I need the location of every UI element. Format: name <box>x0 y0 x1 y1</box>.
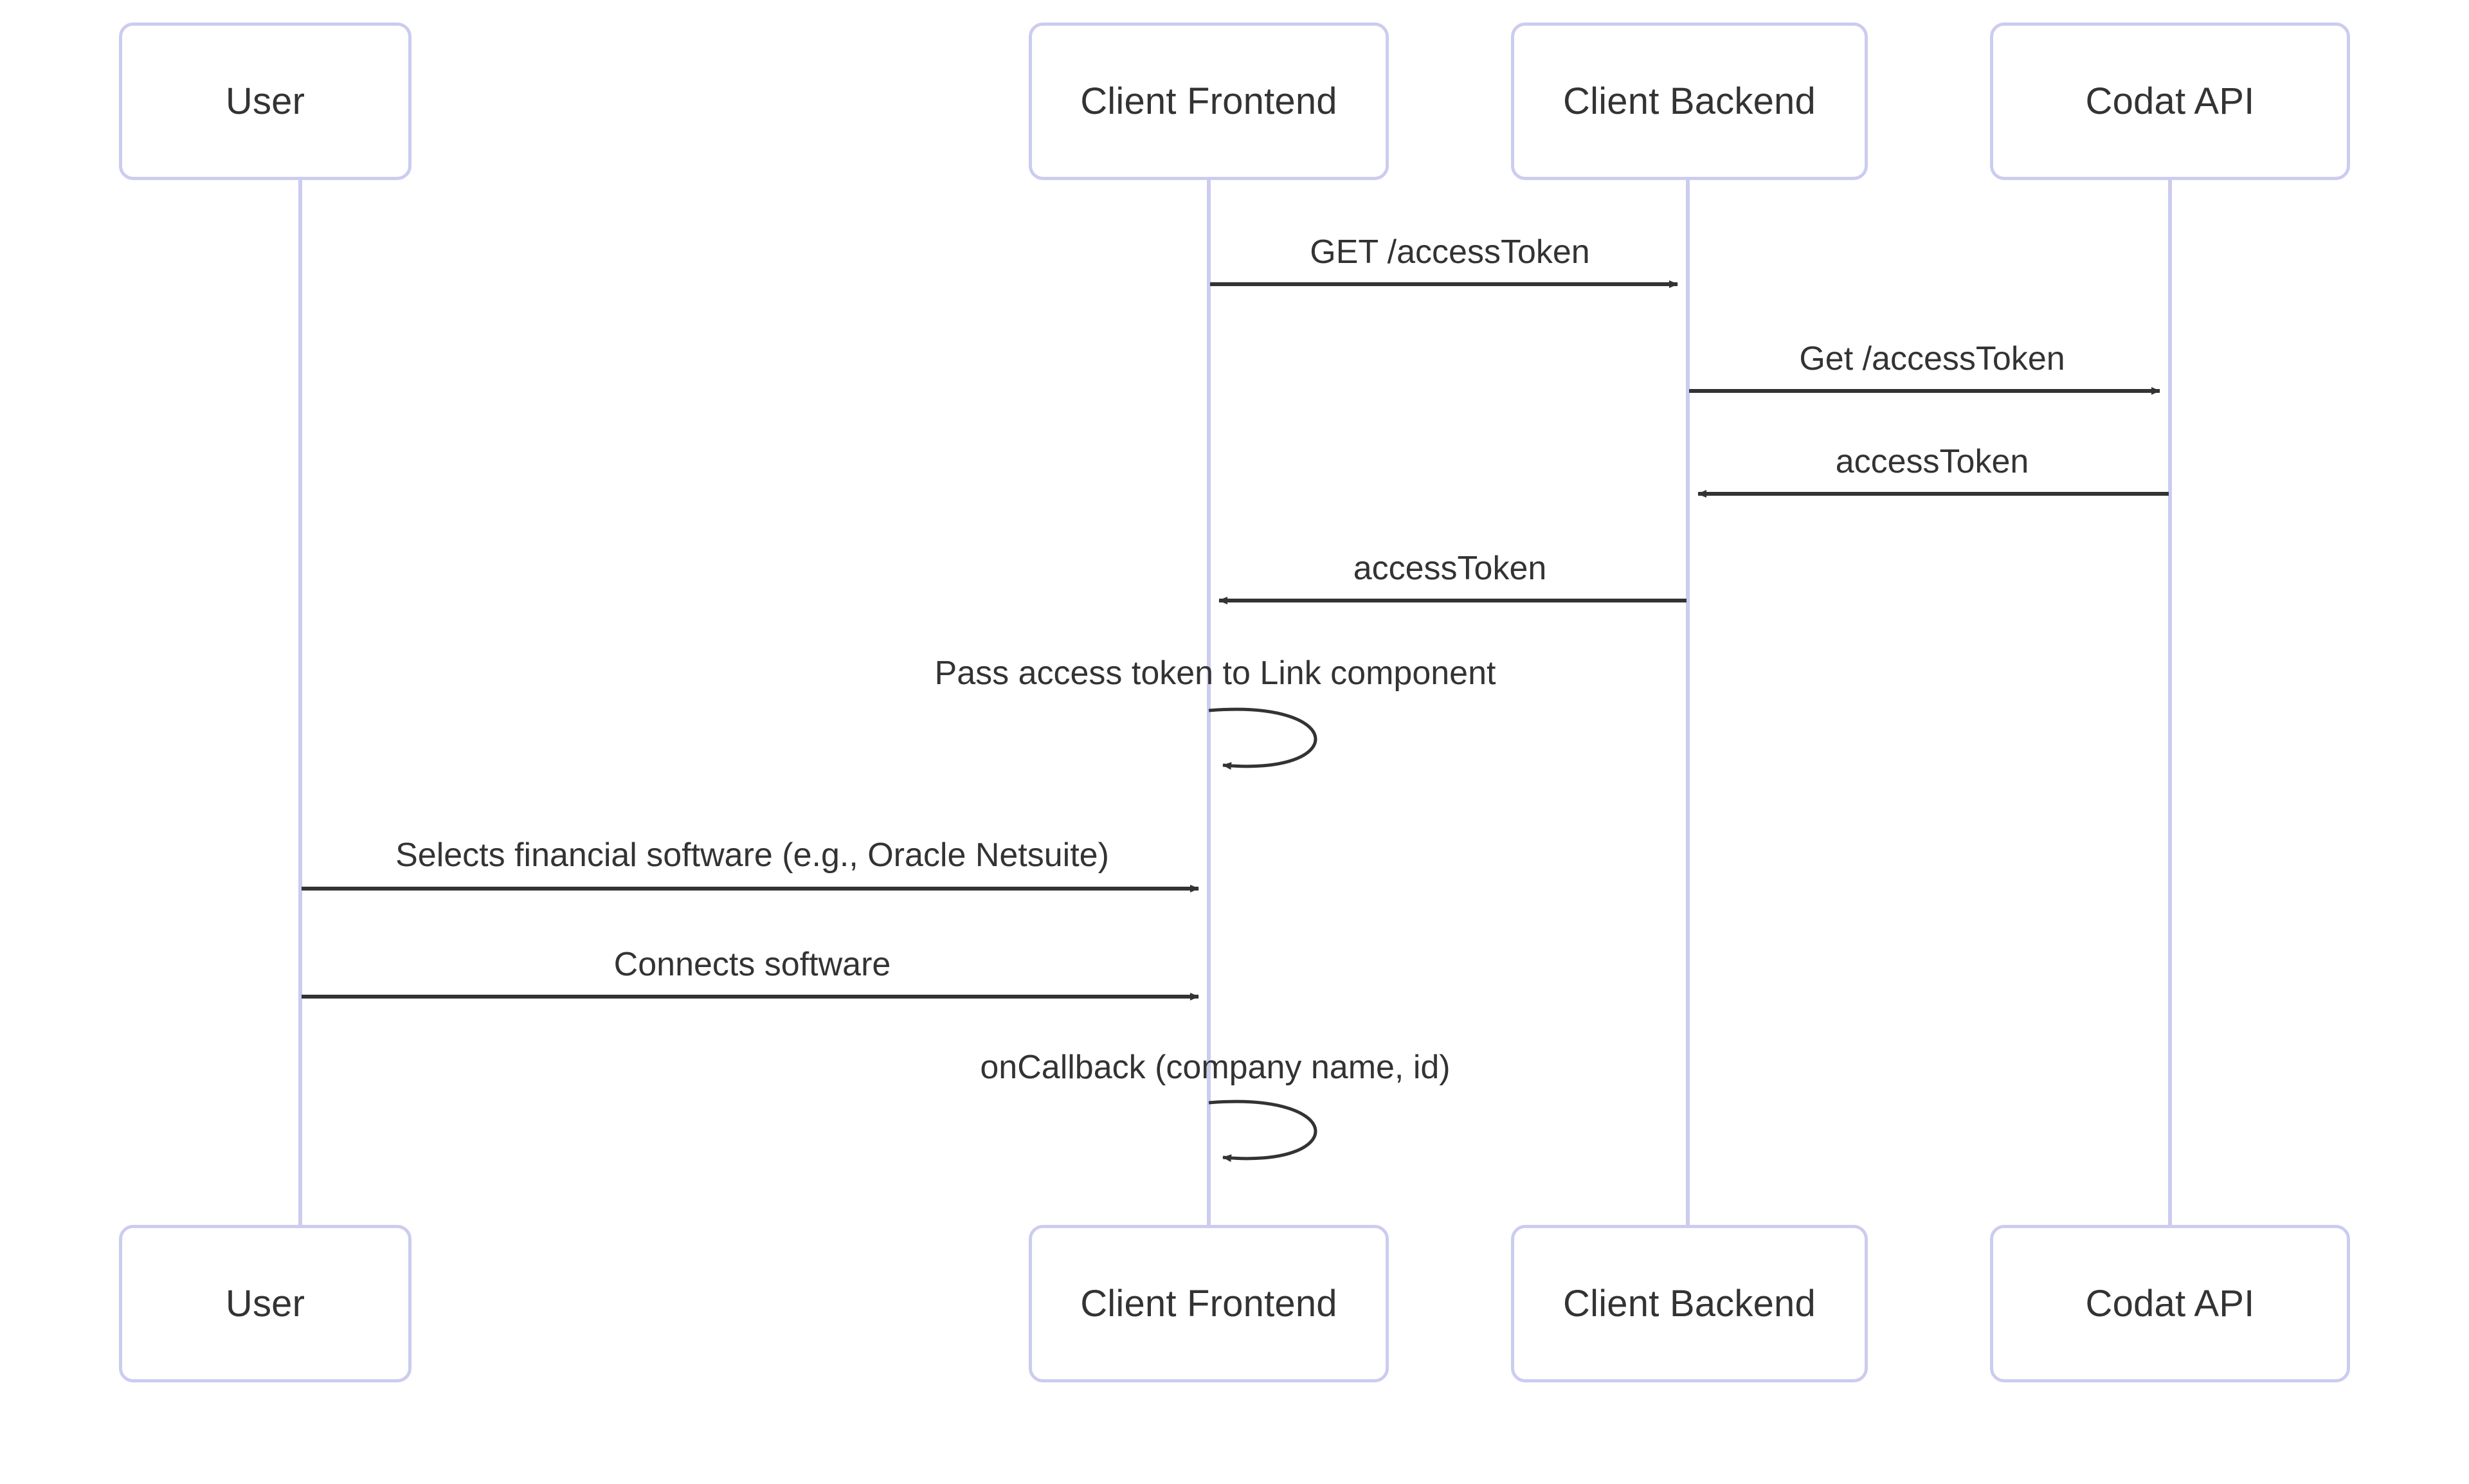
message-label-m5: Pass access token to Link component <box>934 655 1496 692</box>
message-self-loop-m8 <box>1208 1099 1317 1163</box>
message-label-m4: accessToken <box>1353 550 1547 587</box>
message-label-m2: Get /accessToken <box>1799 340 2065 377</box>
actor-box-codat-api-top[interactable]: Codat API <box>1990 23 2350 180</box>
message-label-m3: accessToken <box>1835 443 2029 480</box>
actor-box-client-frontend-top[interactable]: Client Frontend <box>1029 23 1389 180</box>
actor-label-codat-api: Codat API <box>2085 80 2255 122</box>
message-label-m7: Connects software <box>613 946 891 983</box>
lifelines-layer <box>298 180 2172 1227</box>
message-label-m1: GET /accessToken <box>1310 233 1590 271</box>
actor-label-client-backend: Client Backend <box>1563 80 1816 122</box>
actor-box-user-top[interactable]: User <box>119 23 412 180</box>
actor-label-client-frontend: Client Frontend <box>1080 80 1337 122</box>
actor-box-client-backend-bottom[interactable]: Client Backend <box>1511 1225 1868 1382</box>
actor-box-client-backend-top[interactable]: Client Backend <box>1511 23 1868 180</box>
messages-layer <box>302 280 2169 1163</box>
lifeline-user <box>298 180 302 1227</box>
actor-label-codat-api: Codat API <box>2085 1282 2255 1325</box>
actor-box-user-bottom[interactable]: User <box>119 1225 412 1382</box>
message-self-loop-m5 <box>1208 707 1317 770</box>
lifeline-codat-api <box>2168 180 2172 1227</box>
actor-box-client-frontend-bottom[interactable]: Client Frontend <box>1029 1225 1389 1382</box>
actor-box-codat-api-bottom[interactable]: Codat API <box>1990 1225 2350 1382</box>
actor-label-user: User <box>225 1282 305 1325</box>
actor-label-user: User <box>225 80 305 122</box>
actor-label-client-frontend: Client Frontend <box>1080 1282 1337 1325</box>
message-label-m6: Selects financial software (e.g., Oracle… <box>395 837 1109 874</box>
message-label-m8: onCallback (company name, id) <box>980 1049 1451 1086</box>
lifeline-client-backend <box>1686 180 1690 1227</box>
lifeline-client-frontend <box>1207 180 1211 1227</box>
actor-label-client-backend: Client Backend <box>1563 1282 1816 1325</box>
